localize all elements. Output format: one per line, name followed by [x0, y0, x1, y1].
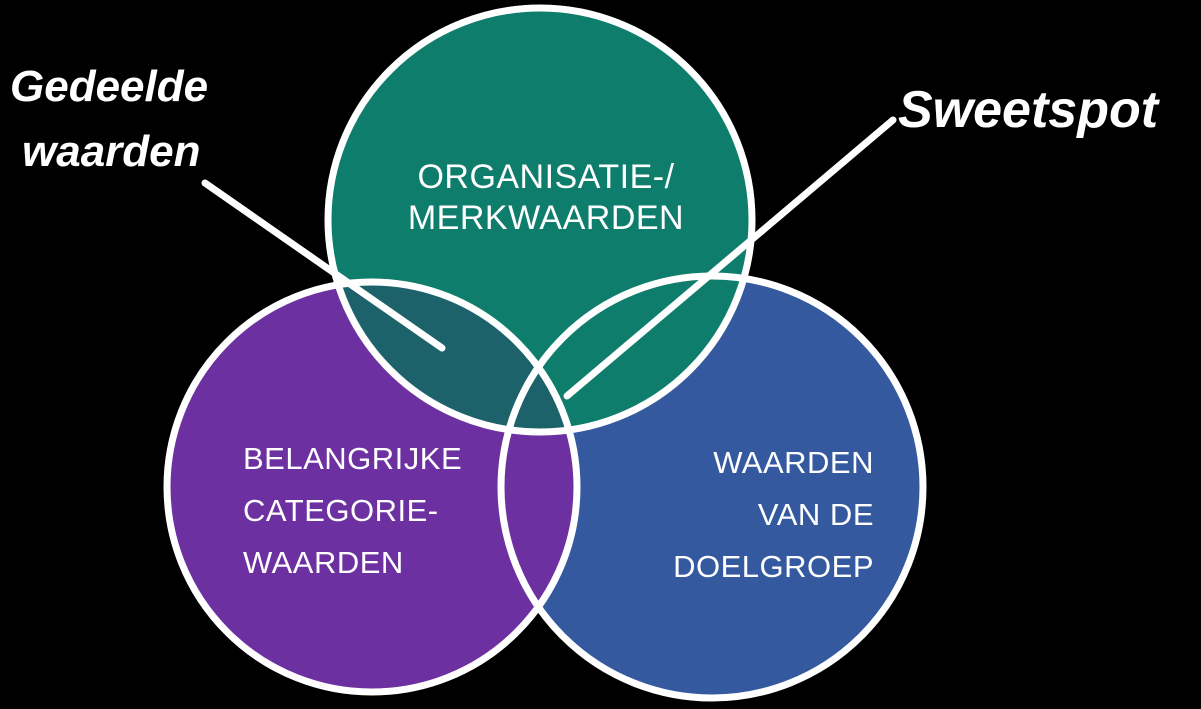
categorie-label-line3: WAARDEN	[243, 545, 404, 580]
doelgroep-label-line3: DOELGROEP	[673, 549, 874, 584]
doelgroep-label-line1: WAARDEN	[713, 445, 874, 480]
categorie-label-line1: BELANGRIJKE	[243, 441, 462, 476]
gedeelde-waarden-label-line2: waarden	[22, 127, 201, 176]
organisatie-categorie-overlap	[328, 282, 577, 432]
doelgroep-label-line2: VAN DE	[758, 497, 874, 532]
gedeelde-waarden-label-line1: Gedeelde	[10, 62, 208, 111]
organisatie-circle-outline	[324, 4, 756, 436]
categorie-circle-outline	[163, 278, 581, 696]
sweetspot-pointer-line	[563, 116, 897, 400]
categorie-label-line2: CATEGORIE-	[243, 493, 439, 528]
gedeelde-waarden-pointer-line	[201, 179, 446, 352]
organisatie-label-line2: MERKWAARDEN	[408, 199, 684, 237]
organisatie-label-line1: ORGANISATIE-/	[417, 158, 674, 196]
sweetspot-label: Sweetspot	[898, 81, 1161, 139]
